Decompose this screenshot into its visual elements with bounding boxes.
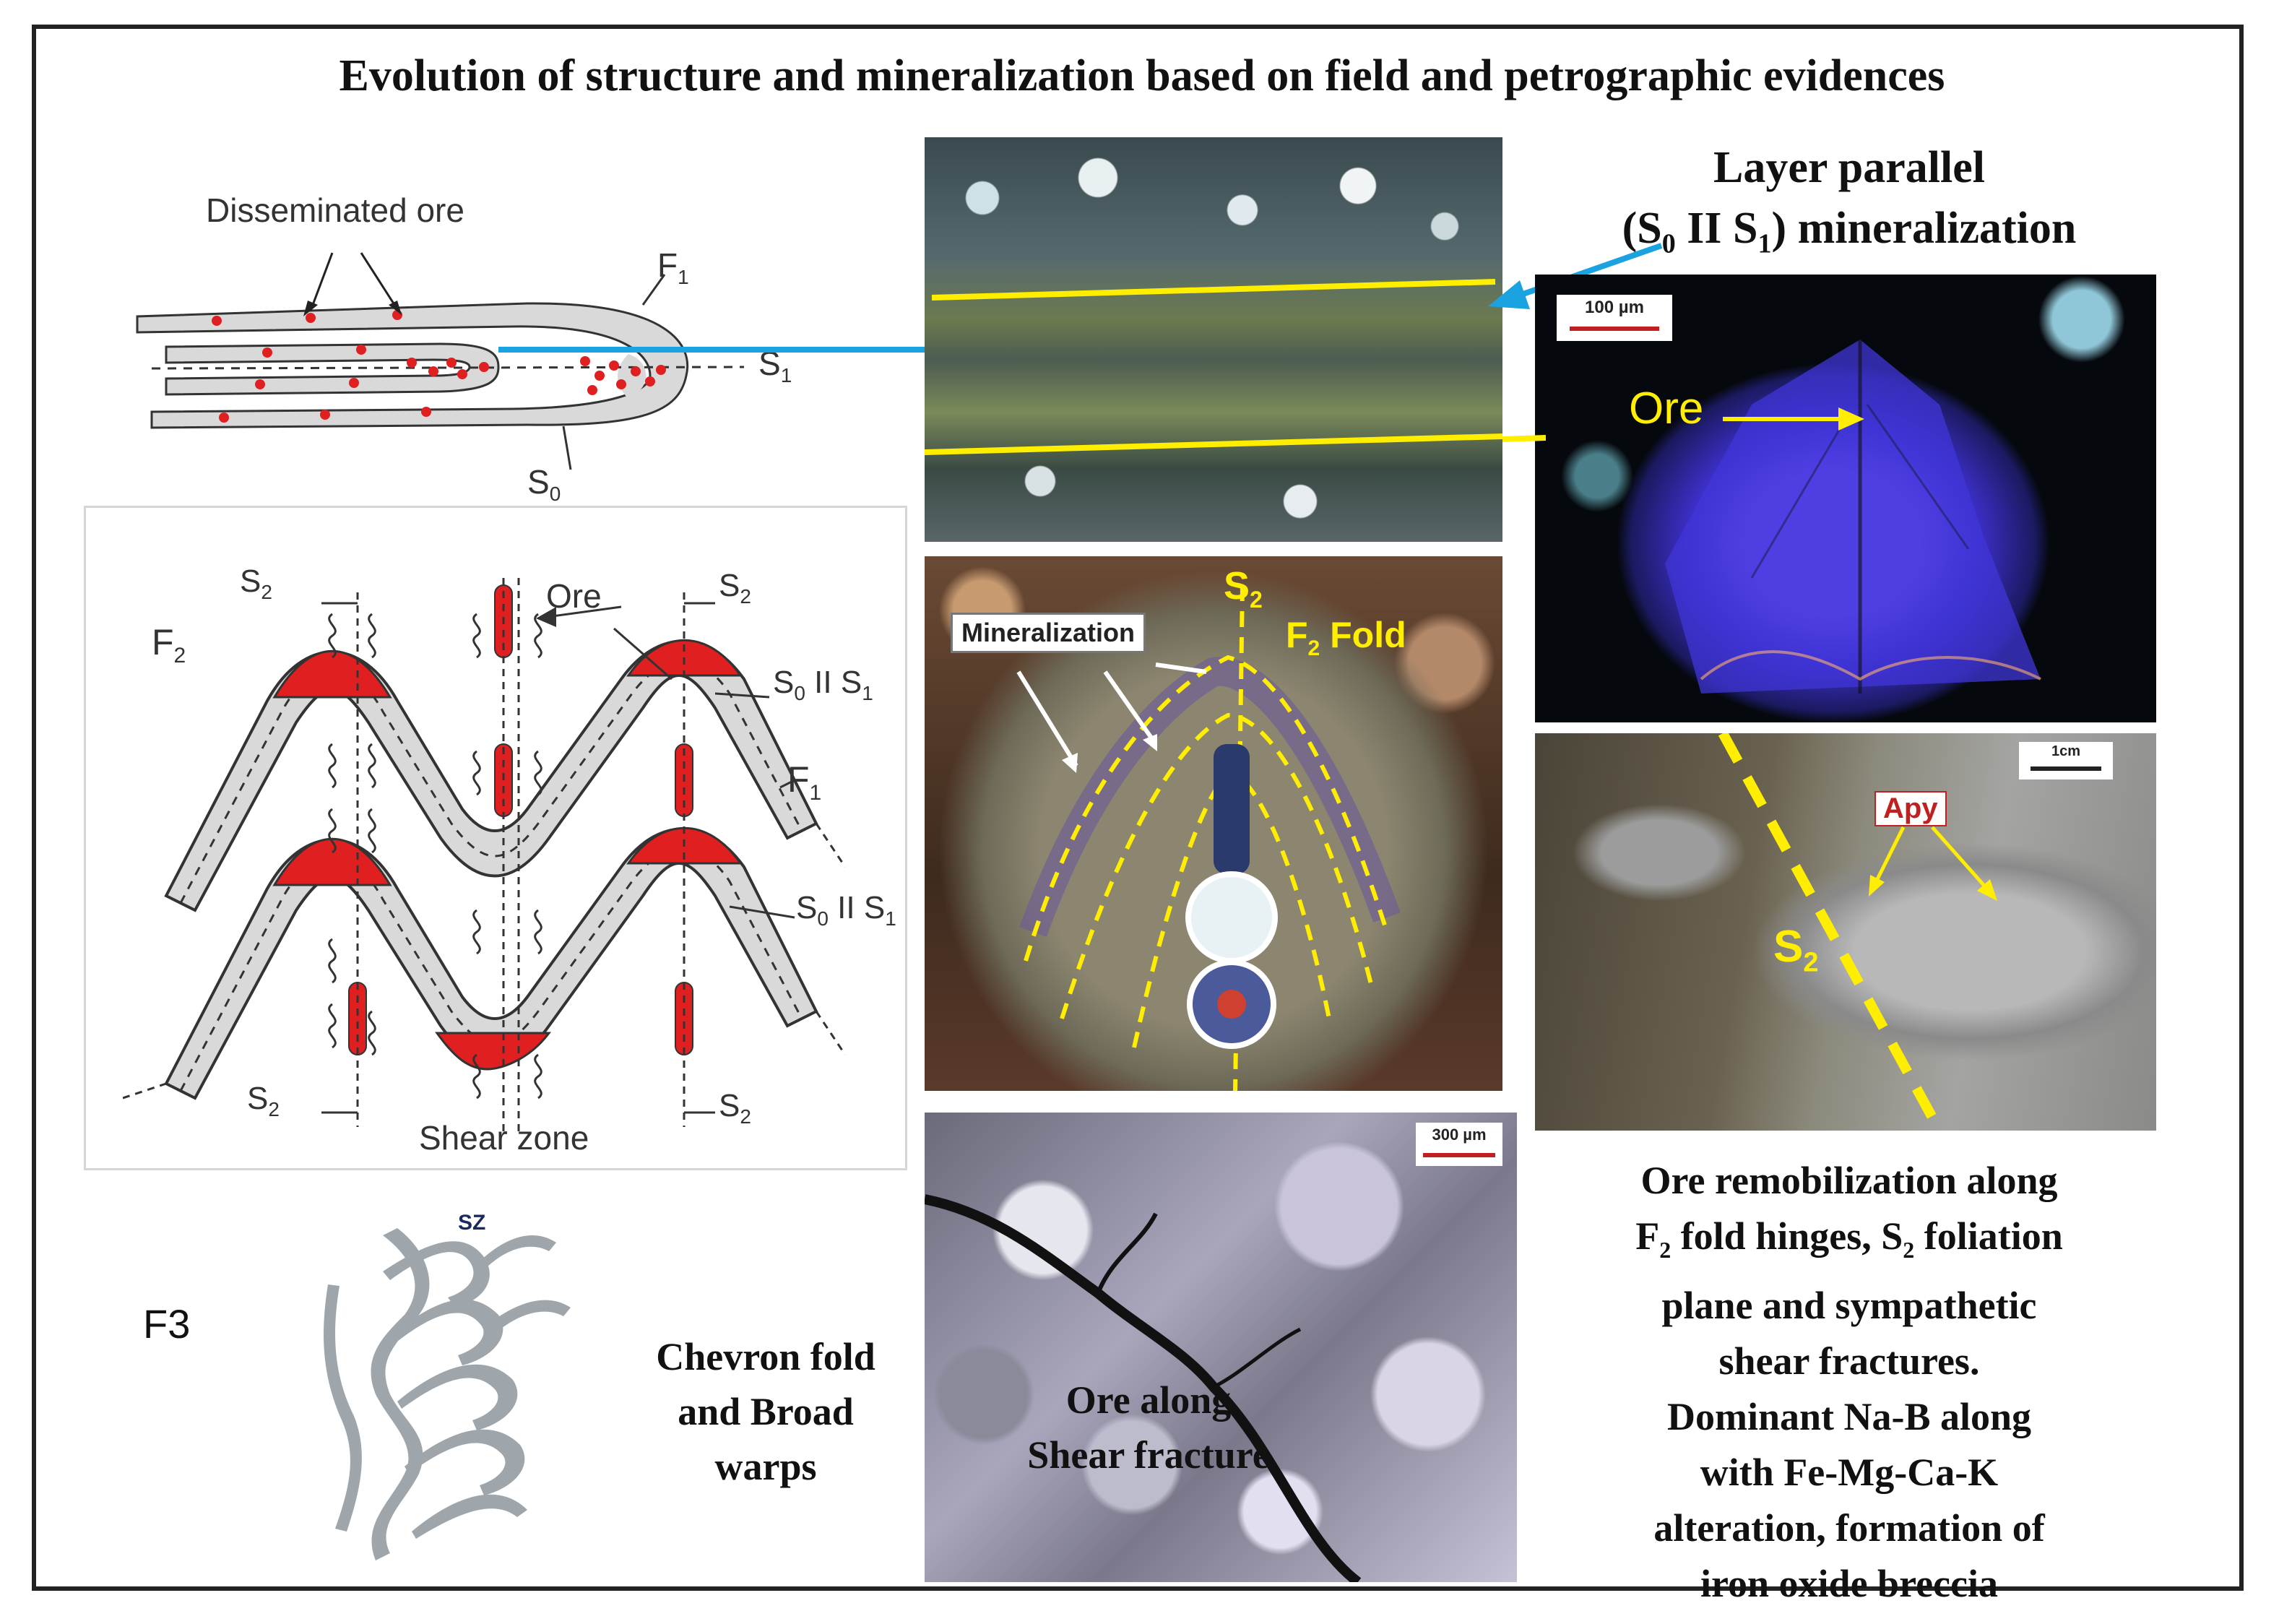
thin-section-photo-top: [925, 137, 1502, 542]
yellow-line-connector: [1502, 435, 1546, 442]
scale-bar-300um: 300 µm: [1416, 1123, 1502, 1166]
s2-label-top-left: S2: [240, 563, 272, 603]
ore-along-shear-text: Ore along Shear fracture: [1027, 1378, 1270, 1477]
figure-frame: Evolution of structure and mineralizatio…: [32, 25, 2244, 1605]
shear-zone-label: Shear zone: [419, 1119, 589, 1157]
chevron-fold-sketch: [324, 1228, 571, 1560]
scale-bar-1cm: 1cm: [2019, 742, 2113, 779]
ore-crystal-photo: 100 µm Ore: [1535, 275, 2156, 722]
yellow-layer-lines: [925, 279, 1502, 455]
f1-fold-diagram: [136, 252, 745, 470]
f2-label: F2: [152, 622, 186, 668]
ore-crystal-shape: [1665, 340, 2041, 694]
ore-arrow: [1723, 407, 1864, 431]
scale-bar-100um: 100 µm: [1557, 295, 1672, 341]
s2-label-top-right: S2: [719, 568, 751, 608]
f1-label-f2diagram: F1: [787, 759, 822, 805]
s2-label-bottom-left: S2: [247, 1081, 280, 1120]
s2-label-apy: S2: [1773, 922, 1819, 978]
f2-fold-label: F2 Fold: [1286, 615, 1406, 660]
s2-dashed-trace: [1718, 733, 1997, 1131]
ore-label-photo: Ore: [1629, 384, 1704, 433]
outcrop-fold-traces: [1016, 584, 1401, 1091]
disseminated-ore-label: Disseminated ore: [206, 191, 464, 229]
apy-label: Apy: [1874, 791, 1947, 826]
sz-label: SZ: [458, 1211, 486, 1235]
f1-label: F1: [657, 246, 689, 289]
apy-sample-photo: 1cm Apy S2: [1535, 733, 2156, 1131]
f3-label: F3: [143, 1301, 191, 1347]
shear-fracture-photo: 300 µm Ore along Shear fracture: [925, 1113, 1517, 1582]
layer-parallel-heading: Layer parallel (S0 II S1) mineralization: [1622, 143, 2077, 259]
s0s1-label-upper: S0 II S1: [773, 665, 873, 704]
s0s1-label-lower: S0 II S1: [796, 890, 896, 930]
f2-fold-diagram: [123, 578, 847, 1134]
s2-label-bottom-right: S2: [719, 1088, 751, 1128]
outcrop-photo: Mineralization S2 F2 Fold: [925, 556, 1502, 1091]
chevron-fold-text: Chevron fold and Broad warps: [656, 1335, 875, 1488]
ore-label-f2: Ore: [546, 577, 602, 615]
remobilization-text: Ore remobilization along F2 fold hinges,…: [1635, 1159, 2063, 1605]
shear-fracture-crack: [925, 1194, 1362, 1582]
figure-title: Evolution of structure and mineralizatio…: [339, 51, 1945, 100]
s0-label: S0: [527, 463, 561, 506]
mineralization-label: Mineralization: [951, 613, 1146, 653]
s2-label-outcrop: S2: [1224, 564, 1263, 613]
